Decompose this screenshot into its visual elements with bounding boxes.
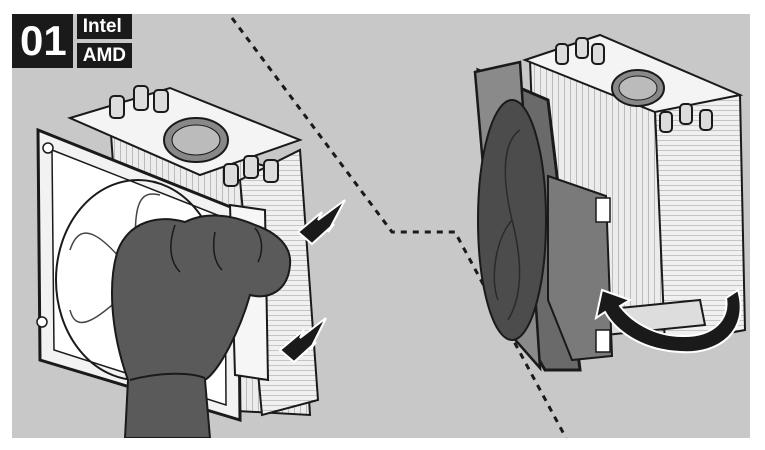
platform-intel-label: Intel	[77, 14, 132, 39]
step-badge: 01 Intel AMD	[12, 14, 132, 68]
platform-amd-label: AMD	[77, 43, 132, 68]
step-number: 01	[12, 14, 73, 68]
platform-labels: Intel AMD	[77, 14, 132, 68]
